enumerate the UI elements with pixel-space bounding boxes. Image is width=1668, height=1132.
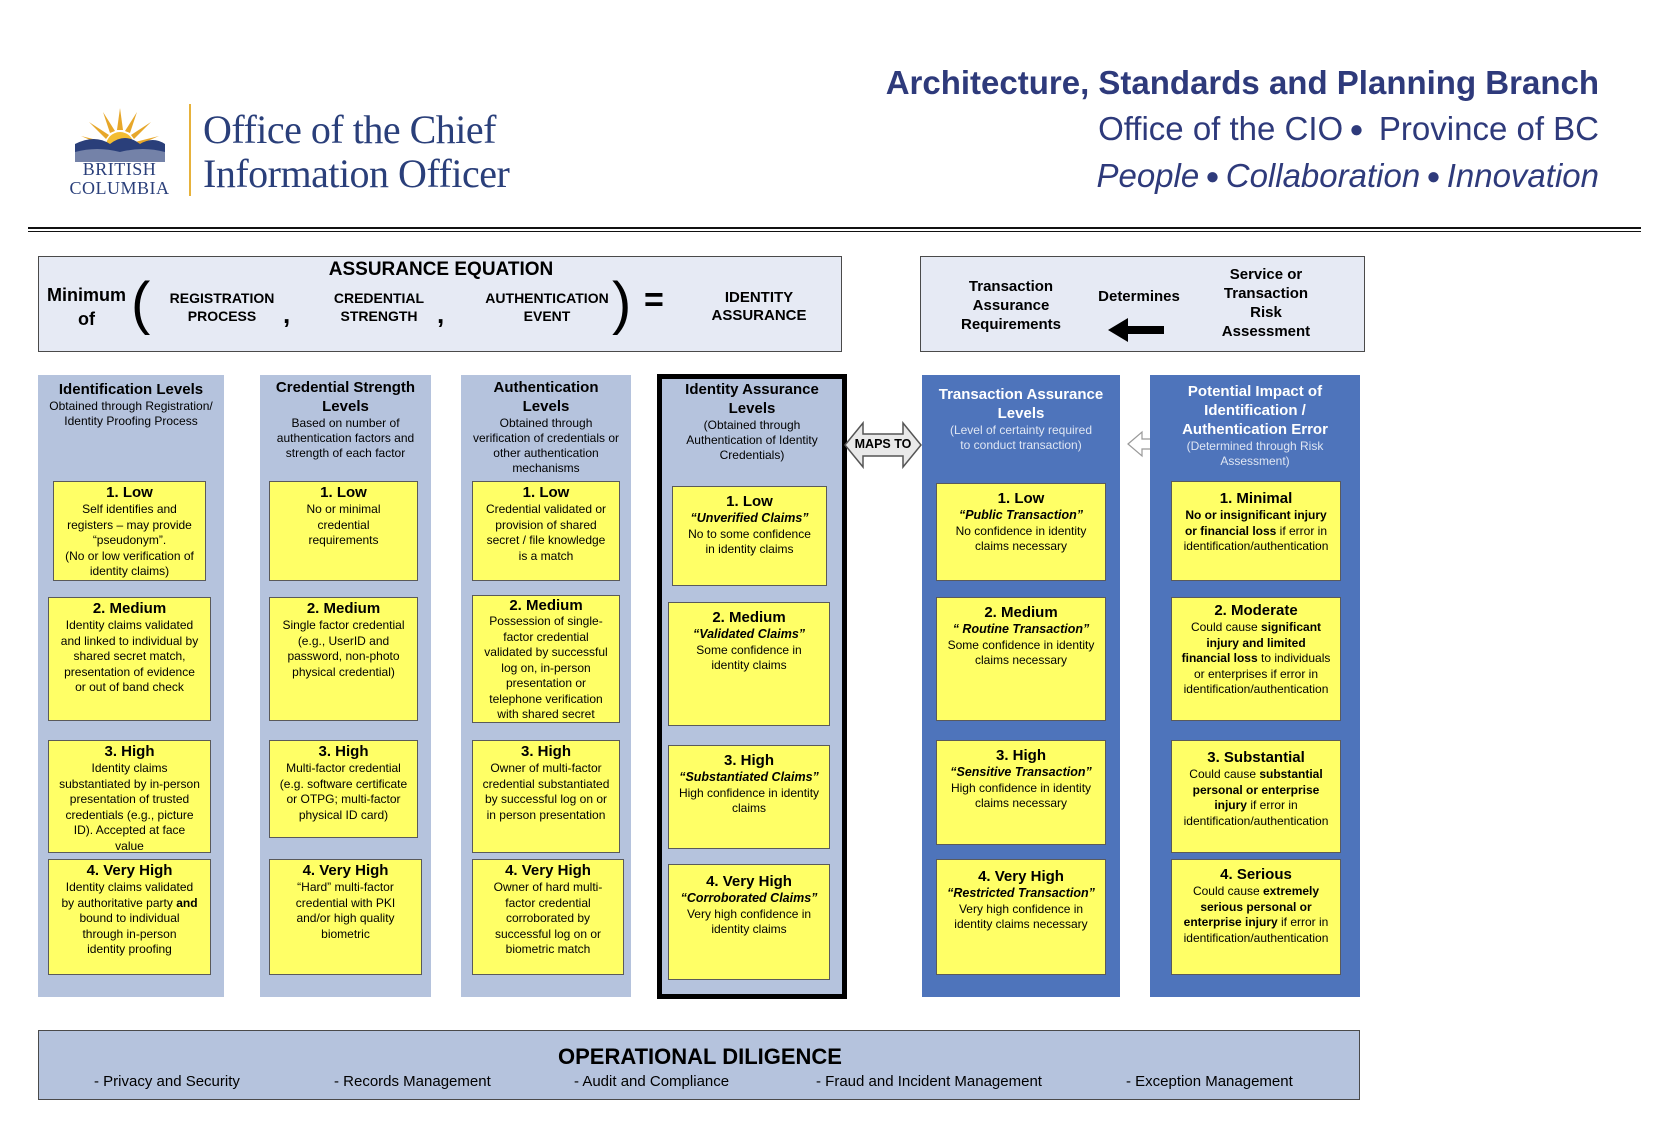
identity-assurance-card-very-high: 4. Very High “Corroborated Claims” Very …: [668, 864, 830, 980]
authentication-card-medium: 2. Medium Possession of single- factor c…: [472, 595, 620, 723]
transaction-assurance-header: Transaction Assurance Levels (Level of c…: [938, 386, 1104, 452]
equation-authentication: AUTHENTICATION EVENT: [485, 290, 609, 324]
equation-credential: CREDENTIAL STRENGTH: [333, 290, 425, 324]
authentication-levels-header: Authentication Levels Obtained through v…: [472, 379, 620, 475]
credential-card-very-high: 4. Very High “Hard” multi-factor credent…: [269, 859, 422, 975]
authentication-card-high: 3. High Owner of multi-factor credential…: [472, 740, 620, 853]
equation-open-paren: (: [131, 271, 151, 336]
transaction-assurance-requirements: Transaction Assurance Requirements: [960, 278, 1062, 333]
equation-close-paren: ): [612, 271, 632, 336]
op-item-fraud-incident: - Fraud and Incident Management: [816, 1073, 1042, 1090]
potential-impact-column: Potential Impact of Identification / Aut…: [1150, 375, 1360, 997]
op-item-exception-management: - Exception Management: [1126, 1073, 1293, 1090]
branch-title: Architecture, Standards and Planning Bra…: [885, 64, 1599, 101]
branch-tagline: People●Collaboration●Innovation: [1096, 157, 1599, 194]
identification-card-medium: 2. Medium Identity claims validated and …: [48, 597, 211, 721]
operational-diligence-box: OPERATIONAL DILIGENCE - Privacy and Secu…: [38, 1030, 1360, 1100]
op-item-audit-compliance: - Audit and Compliance: [574, 1073, 730, 1090]
branch-office-line: Office of the CIO● Province of BC: [1098, 110, 1599, 147]
branch-header: Architecture, Standards and Planning Bra…: [886, 60, 1599, 200]
determines-label: Determines: [1098, 288, 1180, 305]
identification-levels-header: Identification Levels Obtained through R…: [49, 381, 213, 428]
equation-minimum-of: Minimum of: [47, 285, 126, 329]
impact-card-minimal: 1. Minimal No or insignificant injury or…: [1171, 481, 1341, 581]
identification-levels-column: Identification Levels Obtained through R…: [38, 375, 224, 997]
authentication-levels-column: Authentication Levels Obtained through v…: [461, 375, 631, 997]
credential-card-medium: 2. Medium Single factor credential (e.g.…: [269, 597, 418, 721]
maps-to-label: MAPS TO: [854, 437, 912, 451]
determines-box: Transaction Assurance Requirements Deter…: [920, 256, 1365, 352]
operational-diligence-title: OPERATIONAL DILIGENCE: [558, 1044, 842, 1069]
credential-card-high: 3. High Multi-factor credential (e.g. so…: [269, 740, 418, 838]
impact-card-serious: 4. Serious Could cause extremely serious…: [1171, 859, 1341, 975]
equation-comma-2: ,: [437, 299, 445, 329]
authentication-card-very-high: 4. Very High Owner of hard multi- factor…: [472, 859, 624, 975]
equation-equals: =: [644, 281, 664, 319]
identification-card-very-high: 4. Very High Identity claims validated b…: [48, 859, 211, 975]
equation-registration: REGISTRATION PROCESS: [169, 290, 275, 324]
maps-to-double-arrow-icon: [844, 420, 922, 470]
identity-assurance-column: Identity Assurance Levels (Obtained thro…: [657, 374, 847, 999]
transaction-assurance-card-very-high: 4. Very High “Restricted Transaction” Ve…: [936, 859, 1106, 975]
bc-wordmark: BRITISH COLUMBIA: [69, 159, 170, 198]
service-transaction-risk-assessment: Service or Transaction Risk Assessment: [1221, 266, 1311, 340]
transaction-assurance-column: Transaction Assurance Levels (Level of c…: [922, 375, 1120, 997]
bc-sun-logo-icon: [75, 108, 165, 162]
identity-assurance-card-medium: 2. Medium “Validated Claims” Some confid…: [668, 602, 830, 726]
transaction-assurance-card-medium: 2. Medium “ Routine Transaction” Some co…: [936, 597, 1106, 721]
identity-assurance-card-high: 3. High “Substantiated Claims” High conf…: [668, 745, 830, 849]
header-rule: [28, 227, 1641, 229]
identification-card-high: 3. High Identity claims substantiated by…: [48, 740, 211, 853]
credential-strength-column: Credential Strength Levels Based on numb…: [260, 375, 431, 997]
authentication-card-low: 1. Low Credential validated or provision…: [472, 481, 620, 581]
identity-assurance-card-low: 1. Low “Unverified Claims” No to some co…: [672, 486, 827, 586]
determines-arrow-icon: [1108, 318, 1164, 342]
credential-strength-header: Credential Strength Levels Based on numb…: [275, 379, 416, 460]
header-rule-thin: [28, 231, 1641, 232]
logo-divider: [189, 104, 191, 196]
office-cio-wordmark: Office of the Chief Information Officer: [203, 107, 510, 196]
identity-assurance-header: Identity Assurance Levels (Obtained thro…: [685, 381, 819, 462]
equation-identity-assurance: IDENTITY ASSURANCE: [711, 289, 807, 324]
transaction-assurance-card-low: 1. Low “Public Transaction” No confidenc…: [936, 483, 1106, 581]
impact-card-substantial: 3. Substantial Could cause substantial p…: [1171, 740, 1341, 853]
credential-card-low: 1. Low No or minimal credential requirem…: [269, 481, 418, 581]
equation-comma-1: ,: [283, 299, 291, 329]
equation-title: ASSURANCE EQUATION: [328, 259, 554, 280]
assurance-equation-box: ASSURANCE EQUATION Minimum of ( REGISTRA…: [38, 256, 842, 352]
op-item-records-management: - Records Management: [334, 1073, 491, 1090]
identification-card-low: 1. Low Self identifies and registers – m…: [53, 481, 206, 581]
op-item-privacy-security: - Privacy and Security: [94, 1073, 240, 1090]
transaction-assurance-card-high: 3. High “Sensitive Transaction” High con…: [936, 740, 1106, 845]
impact-card-moderate: 2. Moderate Could cause significant inju…: [1171, 597, 1341, 721]
potential-impact-header: Potential Impact of Identification / Aut…: [1182, 383, 1328, 468]
